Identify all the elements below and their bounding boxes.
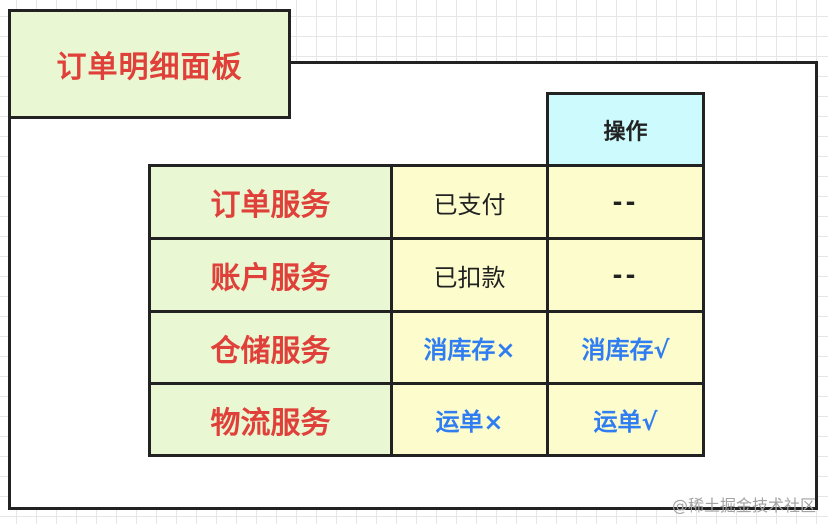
watermark: @稀土掘金技术社区: [671, 496, 816, 515]
status-account: 已扣款: [390, 237, 549, 313]
service-order: 订单服务: [148, 164, 393, 240]
service-account: 账户服务: [148, 237, 393, 313]
panel-title: 订单明细面板: [8, 9, 291, 119]
status-order: 已支付: [390, 164, 549, 240]
operation-account: --: [546, 237, 705, 313]
operation-warehouse: 消库存√: [546, 310, 705, 385]
operation-logistics: 运单√: [546, 382, 705, 457]
service-warehouse: 仓储服务: [148, 310, 393, 385]
status-warehouse: 消库存×: [390, 310, 549, 385]
status-logistics: 运单×: [390, 382, 549, 457]
service-logistics: 物流服务: [148, 382, 393, 457]
operation-order: --: [546, 164, 705, 240]
operation-header: 操作: [546, 92, 705, 167]
